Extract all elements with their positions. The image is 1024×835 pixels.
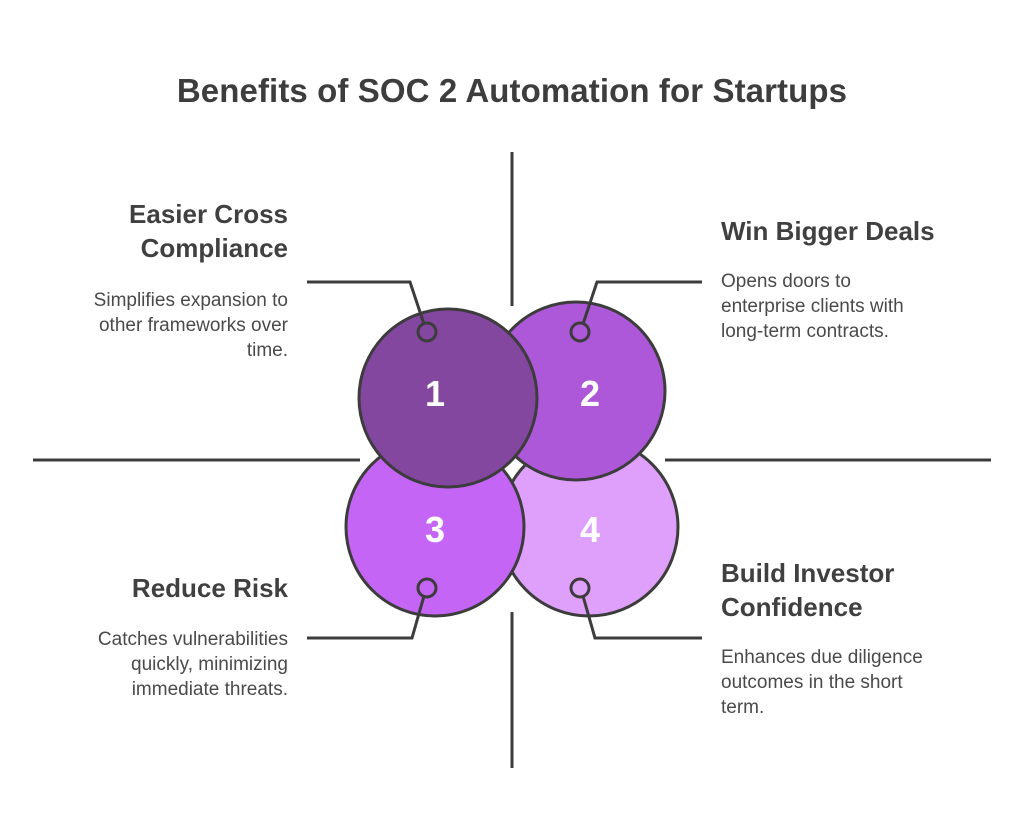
item-4-desc-line1: Enhances due diligence (721, 647, 923, 668)
item-3-heading-line1: Reduce Risk (131, 573, 288, 603)
connector-1 (307, 280, 426, 325)
item-2-heading-line1: Win Bigger Deals (721, 216, 935, 246)
item-1-desc-line3: time. (246, 340, 288, 361)
item-4-heading: Build Investor Confidence (721, 556, 1011, 624)
item-1-description: Simplifies expansion to other frameworks… (8, 288, 288, 363)
connector-dot-2 (569, 321, 591, 343)
item-1-heading-line2: Compliance (140, 233, 288, 263)
connector-dot-3 (416, 577, 438, 599)
number-2: 2 (580, 373, 600, 414)
number-1: 1 (425, 373, 445, 414)
connector-dot-4 (569, 577, 591, 599)
item-1-desc-line2: other frameworks over (98, 315, 288, 336)
connector-4 (581, 595, 702, 640)
connector-2 (581, 280, 702, 325)
item-3-desc-line1: Catches vulnerabilities (97, 629, 288, 650)
item-1-heading-line1: Easier Cross (129, 199, 288, 229)
item-4-desc-line3: term. (721, 697, 765, 718)
item-3-description: Catches vulnerabilities quickly, minimiz… (8, 627, 288, 702)
circle-1 (357, 307, 539, 489)
item-4-heading-line1: Build Investor (721, 558, 895, 588)
number-3: 3 (425, 509, 445, 550)
item-3-desc-line2: quickly, minimizing (131, 654, 288, 675)
item-1-heading: Easier Cross Compliance (8, 197, 288, 265)
connector-3 (307, 595, 426, 640)
item-1-desc-line1: Simplifies expansion to (93, 290, 288, 311)
item-2-description: Opens doors to enterprise clients with l… (721, 269, 1011, 344)
item-2-desc-line2: enterprise clients with (721, 296, 904, 317)
item-2-heading: Win Bigger Deals (721, 214, 1011, 248)
item-3-heading: Reduce Risk (8, 571, 288, 605)
connector-dot-1 (416, 321, 438, 343)
item-4-desc-line2: outcomes in the short (721, 672, 903, 693)
item-4-description: Enhances due diligence outcomes in the s… (721, 645, 1011, 720)
diagram-title: Benefits of SOC 2 Automation for Startup… (176, 72, 848, 109)
number-4: 4 (580, 509, 600, 550)
item-3-desc-line3: immediate threats. (131, 679, 288, 700)
item-2-desc-line1: Opens doors to (721, 271, 851, 292)
item-4-heading-line2: Confidence (721, 592, 863, 622)
item-2-desc-line3: long-term contracts. (721, 321, 889, 342)
